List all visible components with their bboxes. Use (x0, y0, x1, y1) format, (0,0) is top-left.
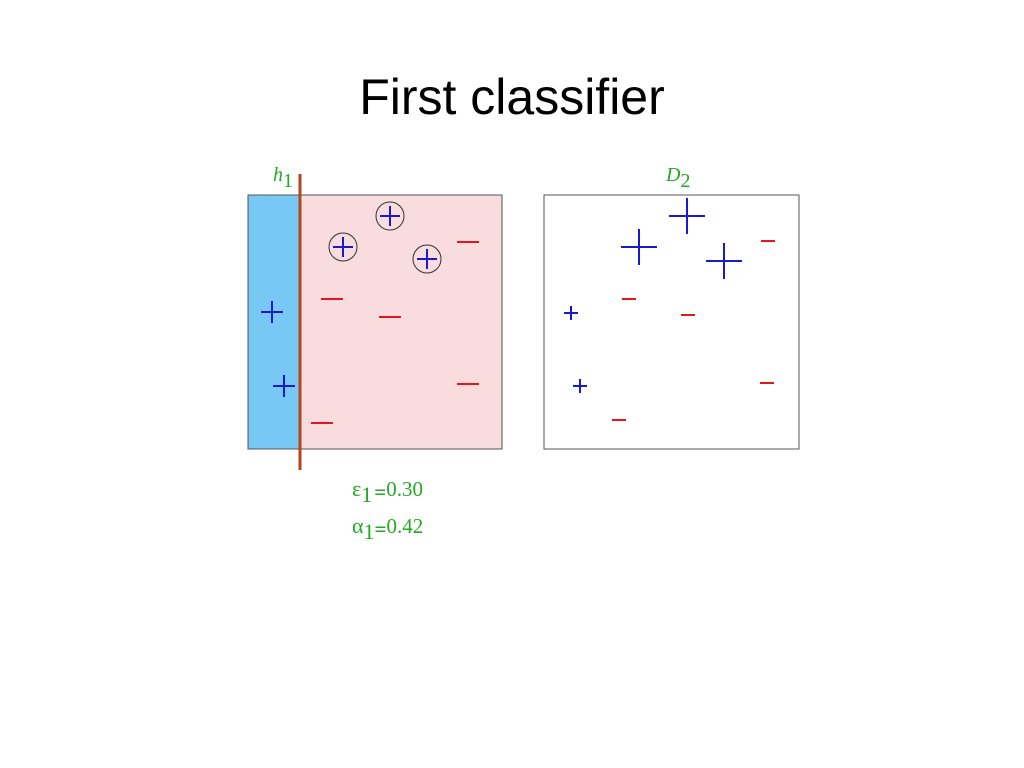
positive-point-small (564, 306, 578, 320)
right-panel: D2 (543, 164, 800, 450)
d2-label: D2 (665, 164, 690, 192)
left-panel-frame (247, 194, 503, 450)
epsilon-text: ε1=0.30 (352, 476, 423, 507)
positive-point (261, 301, 283, 323)
misclassified-circle (328, 232, 358, 262)
positive-point-large (669, 198, 705, 234)
alpha-text: α1=0.42 (352, 513, 423, 544)
right-region-negative (300, 195, 502, 449)
positive-point (333, 237, 353, 257)
left-region-positive (248, 195, 300, 449)
h1-label: h1 (273, 164, 293, 192)
left-points (261, 201, 479, 424)
positive-point-large (706, 243, 742, 279)
positive-point-large (621, 229, 657, 265)
left-panel: h1 (247, 164, 503, 470)
classifier-stats: ε1=0.30 α1=0.42 (352, 476, 423, 544)
positive-point (380, 206, 400, 226)
right-points (564, 198, 775, 421)
misclassified-circle (412, 244, 442, 274)
right-panel-frame (543, 194, 800, 450)
misclassified-circle (375, 201, 405, 231)
positive-point (417, 249, 437, 269)
positive-point (273, 375, 295, 397)
positive-point-small (573, 379, 587, 393)
slide-title: First classifier (359, 69, 665, 125)
